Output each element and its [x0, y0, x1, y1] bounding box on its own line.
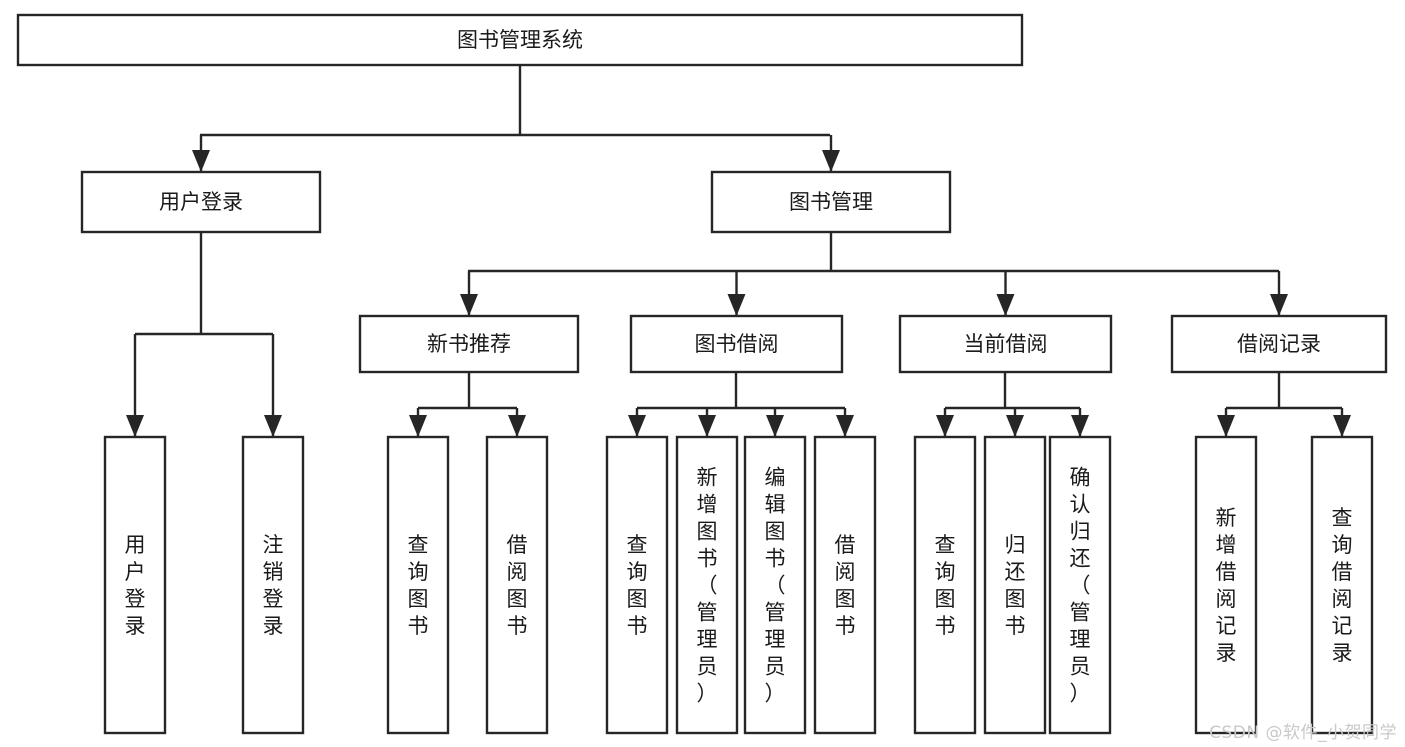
node-leaf-user-login-label: 用户登录: [125, 533, 146, 638]
node-new-book-recommend-label: 新书推荐: [427, 332, 511, 356]
node-leaf-query-record-box[interactable]: [1310, 435, 1374, 735]
node-new-book-recommend-box[interactable]: [358, 314, 580, 374]
node-leaf-query-book-3-label: 查询图书: [935, 533, 956, 638]
node-new-book-recommend[interactable]: 新书推荐: [358, 314, 580, 374]
node-leaf-edit-book[interactable]: 编辑图书（管理员）: [743, 435, 807, 735]
node-book-borrow[interactable]: 图书借阅: [629, 314, 844, 374]
node-book-borrow-box[interactable]: [629, 314, 844, 374]
connector-layer: [126, 65, 1351, 437]
arrow-head: [1217, 415, 1235, 437]
arrow-head: [460, 294, 478, 316]
node-leaf-borrow-book-2[interactable]: 借阅图书: [813, 435, 877, 735]
node-leaf-query-book-3[interactable]: 查询图书: [913, 435, 977, 735]
node-leaf-borrow-book-1-box[interactable]: [485, 435, 549, 735]
node-leaf-add-book-box[interactable]: [675, 435, 739, 735]
arrow-head: [822, 150, 840, 172]
node-borrow-record-label: 借阅记录: [1237, 332, 1321, 356]
node-leaf-confirm-return-label: 确认归还（管理员）: [1070, 466, 1091, 706]
node-book-manage-label: 图书管理: [789, 190, 873, 214]
node-leaf-add-record-label: 新增借阅记录: [1216, 506, 1237, 665]
node-leaf-add-record-box[interactable]: [1194, 435, 1258, 735]
node-leaf-query-book-2-label: 查询图书: [627, 533, 648, 638]
node-leaf-user-logout-box[interactable]: [241, 435, 305, 735]
node-current-borrow[interactable]: 当前借阅: [898, 314, 1113, 374]
arrow-head: [409, 415, 427, 437]
node-root[interactable]: 图书管理系统: [16, 13, 1024, 67]
node-leaf-confirm-return[interactable]: 确认归还（管理员）: [1048, 435, 1112, 735]
node-leaf-query-book-1-label: 查询图书: [408, 533, 429, 638]
node-leaf-borrow-book-1[interactable]: 借阅图书: [485, 435, 549, 735]
node-user-login-label: 用户登录: [159, 190, 243, 214]
node-leaf-user-logout-label: 注销登录: [263, 533, 284, 638]
node-leaf-add-record[interactable]: 新增借阅记录: [1194, 435, 1258, 735]
arrow-head: [508, 415, 526, 437]
node-leaf-add-book[interactable]: 新增图书（管理员）: [675, 435, 739, 735]
node-book-manage-box[interactable]: [710, 170, 952, 234]
arrow-head: [1006, 415, 1024, 437]
arrow-head: [192, 150, 210, 172]
node-user-login[interactable]: 用户登录: [80, 170, 322, 234]
node-leaf-query-record[interactable]: 查询借阅记录: [1310, 435, 1374, 735]
node-leaf-return-book-box[interactable]: [983, 435, 1047, 735]
node-leaf-query-book-2-box[interactable]: [605, 435, 669, 735]
node-leaf-return-book[interactable]: 归还图书: [983, 435, 1047, 735]
node-leaf-user-login[interactable]: 用户登录: [103, 435, 167, 735]
watermark-text: CSDN @软件_小贺同学: [1209, 723, 1397, 743]
node-leaf-query-book-2[interactable]: 查询图书: [605, 435, 669, 735]
node-leaf-query-record-label: 查询借阅记录: [1332, 506, 1353, 665]
arrow-head: [264, 415, 282, 437]
arrow-head: [996, 294, 1015, 316]
arrow-head: [936, 415, 954, 437]
node-book-borrow-label: 图书借阅: [695, 332, 779, 356]
arrow-head: [1270, 294, 1288, 316]
arrow-head: [836, 415, 854, 437]
node-leaf-edit-book-box[interactable]: [743, 435, 807, 735]
node-current-borrow-label: 当前借阅: [964, 332, 1048, 356]
node-leaf-confirm-return-box[interactable]: [1048, 435, 1112, 735]
node-leaf-query-book-1-box[interactable]: [386, 435, 450, 735]
node-leaf-query-book-1[interactable]: 查询图书: [386, 435, 450, 735]
node-current-borrow-box[interactable]: [898, 314, 1113, 374]
arrow-head: [727, 294, 746, 316]
node-leaf-borrow-book-2-label: 借阅图书: [835, 533, 856, 638]
node-root-label: 图书管理系统: [457, 28, 583, 52]
node-user-login-box[interactable]: [80, 170, 322, 234]
node-root-box[interactable]: [16, 13, 1024, 67]
arrow-head: [766, 415, 784, 437]
node-leaf-query-book-3-box[interactable]: [913, 435, 977, 735]
node-book-manage[interactable]: 图书管理: [710, 170, 952, 234]
node-leaf-user-login-box[interactable]: [103, 435, 167, 735]
node-leaf-borrow-book-1-label: 借阅图书: [507, 533, 528, 638]
arrow-head: [1071, 415, 1089, 437]
node-leaf-user-logout[interactable]: 注销登录: [241, 435, 305, 735]
node-borrow-record[interactable]: 借阅记录: [1170, 314, 1388, 374]
node-borrow-record-box[interactable]: [1170, 314, 1388, 374]
arrow-head: [698, 415, 716, 437]
node-leaf-edit-book-label: 编辑图书（管理员）: [765, 466, 786, 706]
node-layer: 图书管理系统用户登录图书管理新书推荐图书借阅当前借阅借阅记录用户登录注销登录查询…: [16, 13, 1388, 735]
arrow-head: [1333, 415, 1351, 437]
node-leaf-borrow-book-2-box[interactable]: [813, 435, 877, 735]
arrow-head: [628, 415, 646, 437]
node-leaf-add-book-label: 新增图书（管理员）: [697, 466, 718, 706]
arrow-head: [126, 415, 144, 437]
node-leaf-return-book-label: 归还图书: [1005, 533, 1026, 638]
